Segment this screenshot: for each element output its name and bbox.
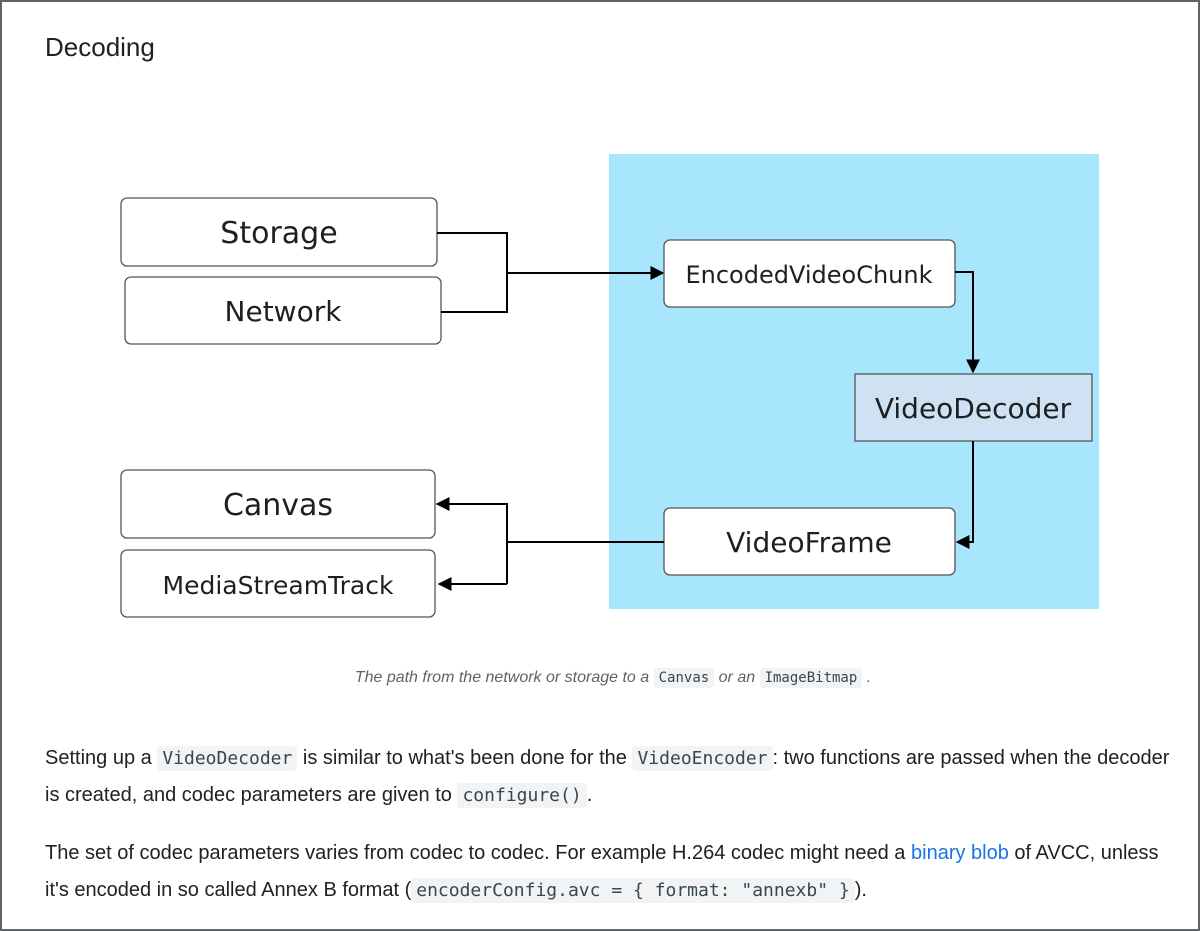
encoded-video-chunk-box: EncodedVideoChunk — [663, 239, 956, 308]
media-stream-track-box: MediaStreamTrack — [120, 549, 436, 618]
canvas-box: Canvas — [120, 469, 436, 539]
figure-caption: The path from the network or storage to … — [354, 668, 872, 688]
network-box: Network — [124, 276, 442, 345]
code-videoencoder: VideoEncoder — [632, 746, 773, 771]
input-connector — [437, 232, 665, 313]
section-heading: Decoding — [45, 32, 155, 62]
binary-blob-link[interactable]: binary blob — [911, 842, 1009, 864]
video-frame-label: VideoFrame — [726, 526, 892, 559]
paragraph-decoder-setup: Setting up a VideoDecoder is similar to … — [45, 746, 1170, 808]
code-canvas: Canvas — [653, 668, 715, 688]
chunk-to-decoder-arrow — [955, 271, 980, 374]
video-frame-box: VideoFrame — [663, 507, 956, 576]
decoding-diagram: Storage Network EncodedVideoChunk VideoD… — [120, 154, 1099, 618]
canvas-label: Canvas — [223, 488, 333, 523]
storage-box: Storage — [120, 197, 438, 267]
network-label: Network — [225, 295, 343, 328]
code-videodecoder: VideoDecoder — [157, 746, 298, 771]
paragraph-codec-parameters: The set of codec parameters varies from … — [45, 842, 1159, 903]
storage-label: Storage — [220, 216, 337, 251]
decoder-to-frame-arrow — [955, 441, 974, 549]
video-decoder-box: VideoDecoder — [854, 373, 1093, 442]
media-stream-track-label: MediaStreamTrack — [163, 571, 394, 600]
encoded-video-chunk-label: EncodedVideoChunk — [685, 261, 932, 289]
video-decoder-label: VideoDecoder — [875, 392, 1072, 425]
code-configure: configure() — [457, 783, 587, 808]
code-encoder-config: encoderConfig.avc = { format: "annexb" } — [411, 878, 855, 903]
output-connector — [435, 497, 664, 591]
code-imagebitmap: ImageBitmap — [759, 668, 863, 688]
